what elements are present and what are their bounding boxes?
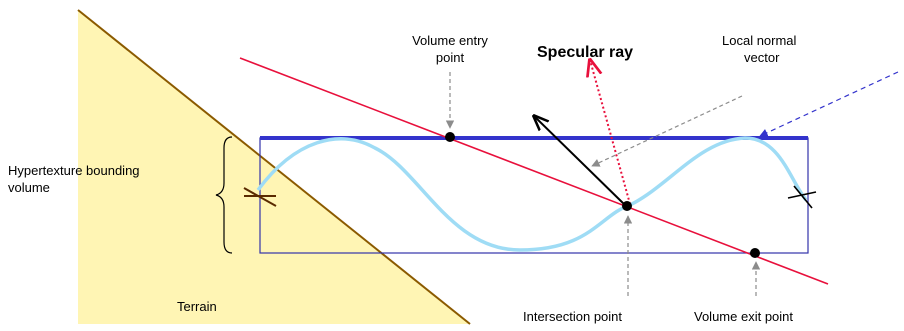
bounding-volume-brace	[215, 136, 233, 254]
normal-vector-arrow	[534, 116, 627, 207]
specular-ray-arrow	[590, 60, 631, 205]
normal-label-pointer	[591, 95, 743, 167]
volume-entry-dot	[445, 132, 455, 142]
volume-entry-label-line2: point	[436, 50, 465, 65]
intersection-point-label: Intersection point	[523, 309, 622, 324]
intersection-dot	[622, 201, 632, 211]
incoming-light-ray	[759, 71, 899, 137]
specular-ray-label: Specular ray	[537, 44, 633, 61]
volume-exit-point-label: Volume exit point	[694, 309, 793, 324]
terrain-edge	[77, 9, 471, 325]
hypertexture-label-line2: volume	[8, 180, 50, 195]
view-ray	[239, 57, 829, 285]
hypertexture-wave	[256, 136, 808, 252]
terrain-label: Terrain	[177, 299, 217, 314]
hypertexture-label-line1: Hypertexture bounding	[8, 163, 140, 178]
volume-entry-label-line1: Volume entry	[412, 33, 488, 48]
left-cross-marker	[243, 187, 277, 207]
local-normal-label-line2: vector	[744, 50, 780, 65]
volume-exit-dot	[750, 248, 760, 258]
right-cross-marker	[787, 185, 817, 209]
local-normal-label-line1: Local normal	[722, 33, 797, 48]
